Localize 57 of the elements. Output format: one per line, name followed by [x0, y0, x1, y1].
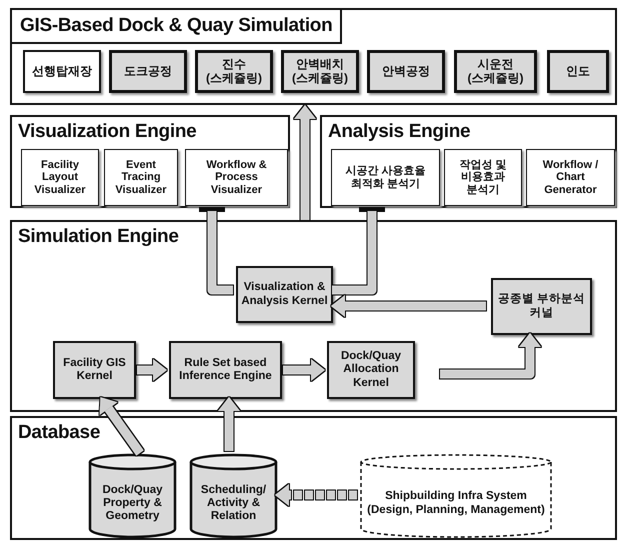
panel-heading: GIS-Based Dock & Quay Simulation: [10, 8, 342, 44]
panel-heading: Visualization Engine: [18, 121, 196, 143]
block-arrow: [294, 105, 316, 220]
panel-heading: Analysis Engine: [328, 121, 470, 143]
panel-heading: Database: [18, 422, 100, 444]
kernel-box: [327, 341, 415, 399]
process-box: [109, 50, 187, 93]
node-label: 안벽배치 (스케쥴링): [291, 58, 349, 86]
node-label: 시공간 사용효율 최적화 분석기: [344, 164, 427, 190]
node-label: Dock/Quay Allocation Kernel: [340, 350, 402, 390]
module-box: [104, 149, 178, 206]
process-box: [367, 50, 445, 93]
block-arrow: [440, 333, 541, 378]
node-label: Shipbuilding Infra System (Design, Planning, Management): [366, 490, 546, 517]
node-label: Workflow & Process Visualizer: [205, 158, 268, 196]
module-box: [21, 149, 99, 206]
kernel-box: [53, 341, 136, 399]
node-label: 진수 (스케쥴링): [205, 58, 263, 86]
kernel-box: [236, 266, 333, 323]
node-label: Workflow / Chart Generator: [542, 158, 600, 196]
node-label: 공종별 부하분석 커널: [496, 293, 586, 320]
kernel-box: [169, 341, 282, 399]
process-box: [195, 50, 273, 93]
kernel-box: [491, 278, 592, 335]
node-label: Dock/Quay Property & Geometry: [101, 484, 164, 524]
node-label: 안벽공정: [381, 64, 431, 78]
node-label: 도크공정: [123, 64, 173, 78]
module-box: [331, 149, 440, 206]
node-label: Scheduling/ Activity & Relation: [200, 484, 268, 524]
panel-heading: Simulation Engine: [18, 226, 179, 248]
block-arrow: [137, 359, 167, 381]
process-box: [547, 50, 609, 93]
block-arrow: [275, 484, 357, 506]
node-label: 시운전 (스케쥴링): [466, 58, 524, 86]
node-label: Event Tracing Visualizer: [114, 158, 168, 196]
block-arrow: [283, 359, 325, 381]
module-box: [444, 149, 522, 206]
block-arrow: [218, 397, 240, 451]
node-label: Rule Set based Inference Engine: [178, 356, 273, 384]
node-label: Facility Layout Visualizer: [33, 158, 87, 196]
node-label: 작업성 및 비용효과 분석기: [458, 158, 508, 196]
engine-panel: [10, 115, 290, 208]
engine-panel: [10, 416, 617, 540]
node-label: 선행탑재장: [31, 64, 93, 78]
module-box: [185, 149, 288, 206]
module-box: [526, 149, 615, 206]
block-arrow: [331, 295, 486, 317]
block-arrow: [100, 397, 144, 456]
process-box: [454, 50, 537, 93]
node-label: Visualization & Analysis Kernel: [240, 281, 329, 308]
engine-panel: [10, 220, 617, 412]
process-box: [281, 50, 359, 93]
process-box: [23, 50, 101, 93]
node-label: Facility GIS Kernel: [62, 356, 127, 384]
engine-panel: [320, 115, 617, 208]
simulation-panel: [10, 8, 617, 105]
node-label: 인도: [565, 64, 591, 78]
